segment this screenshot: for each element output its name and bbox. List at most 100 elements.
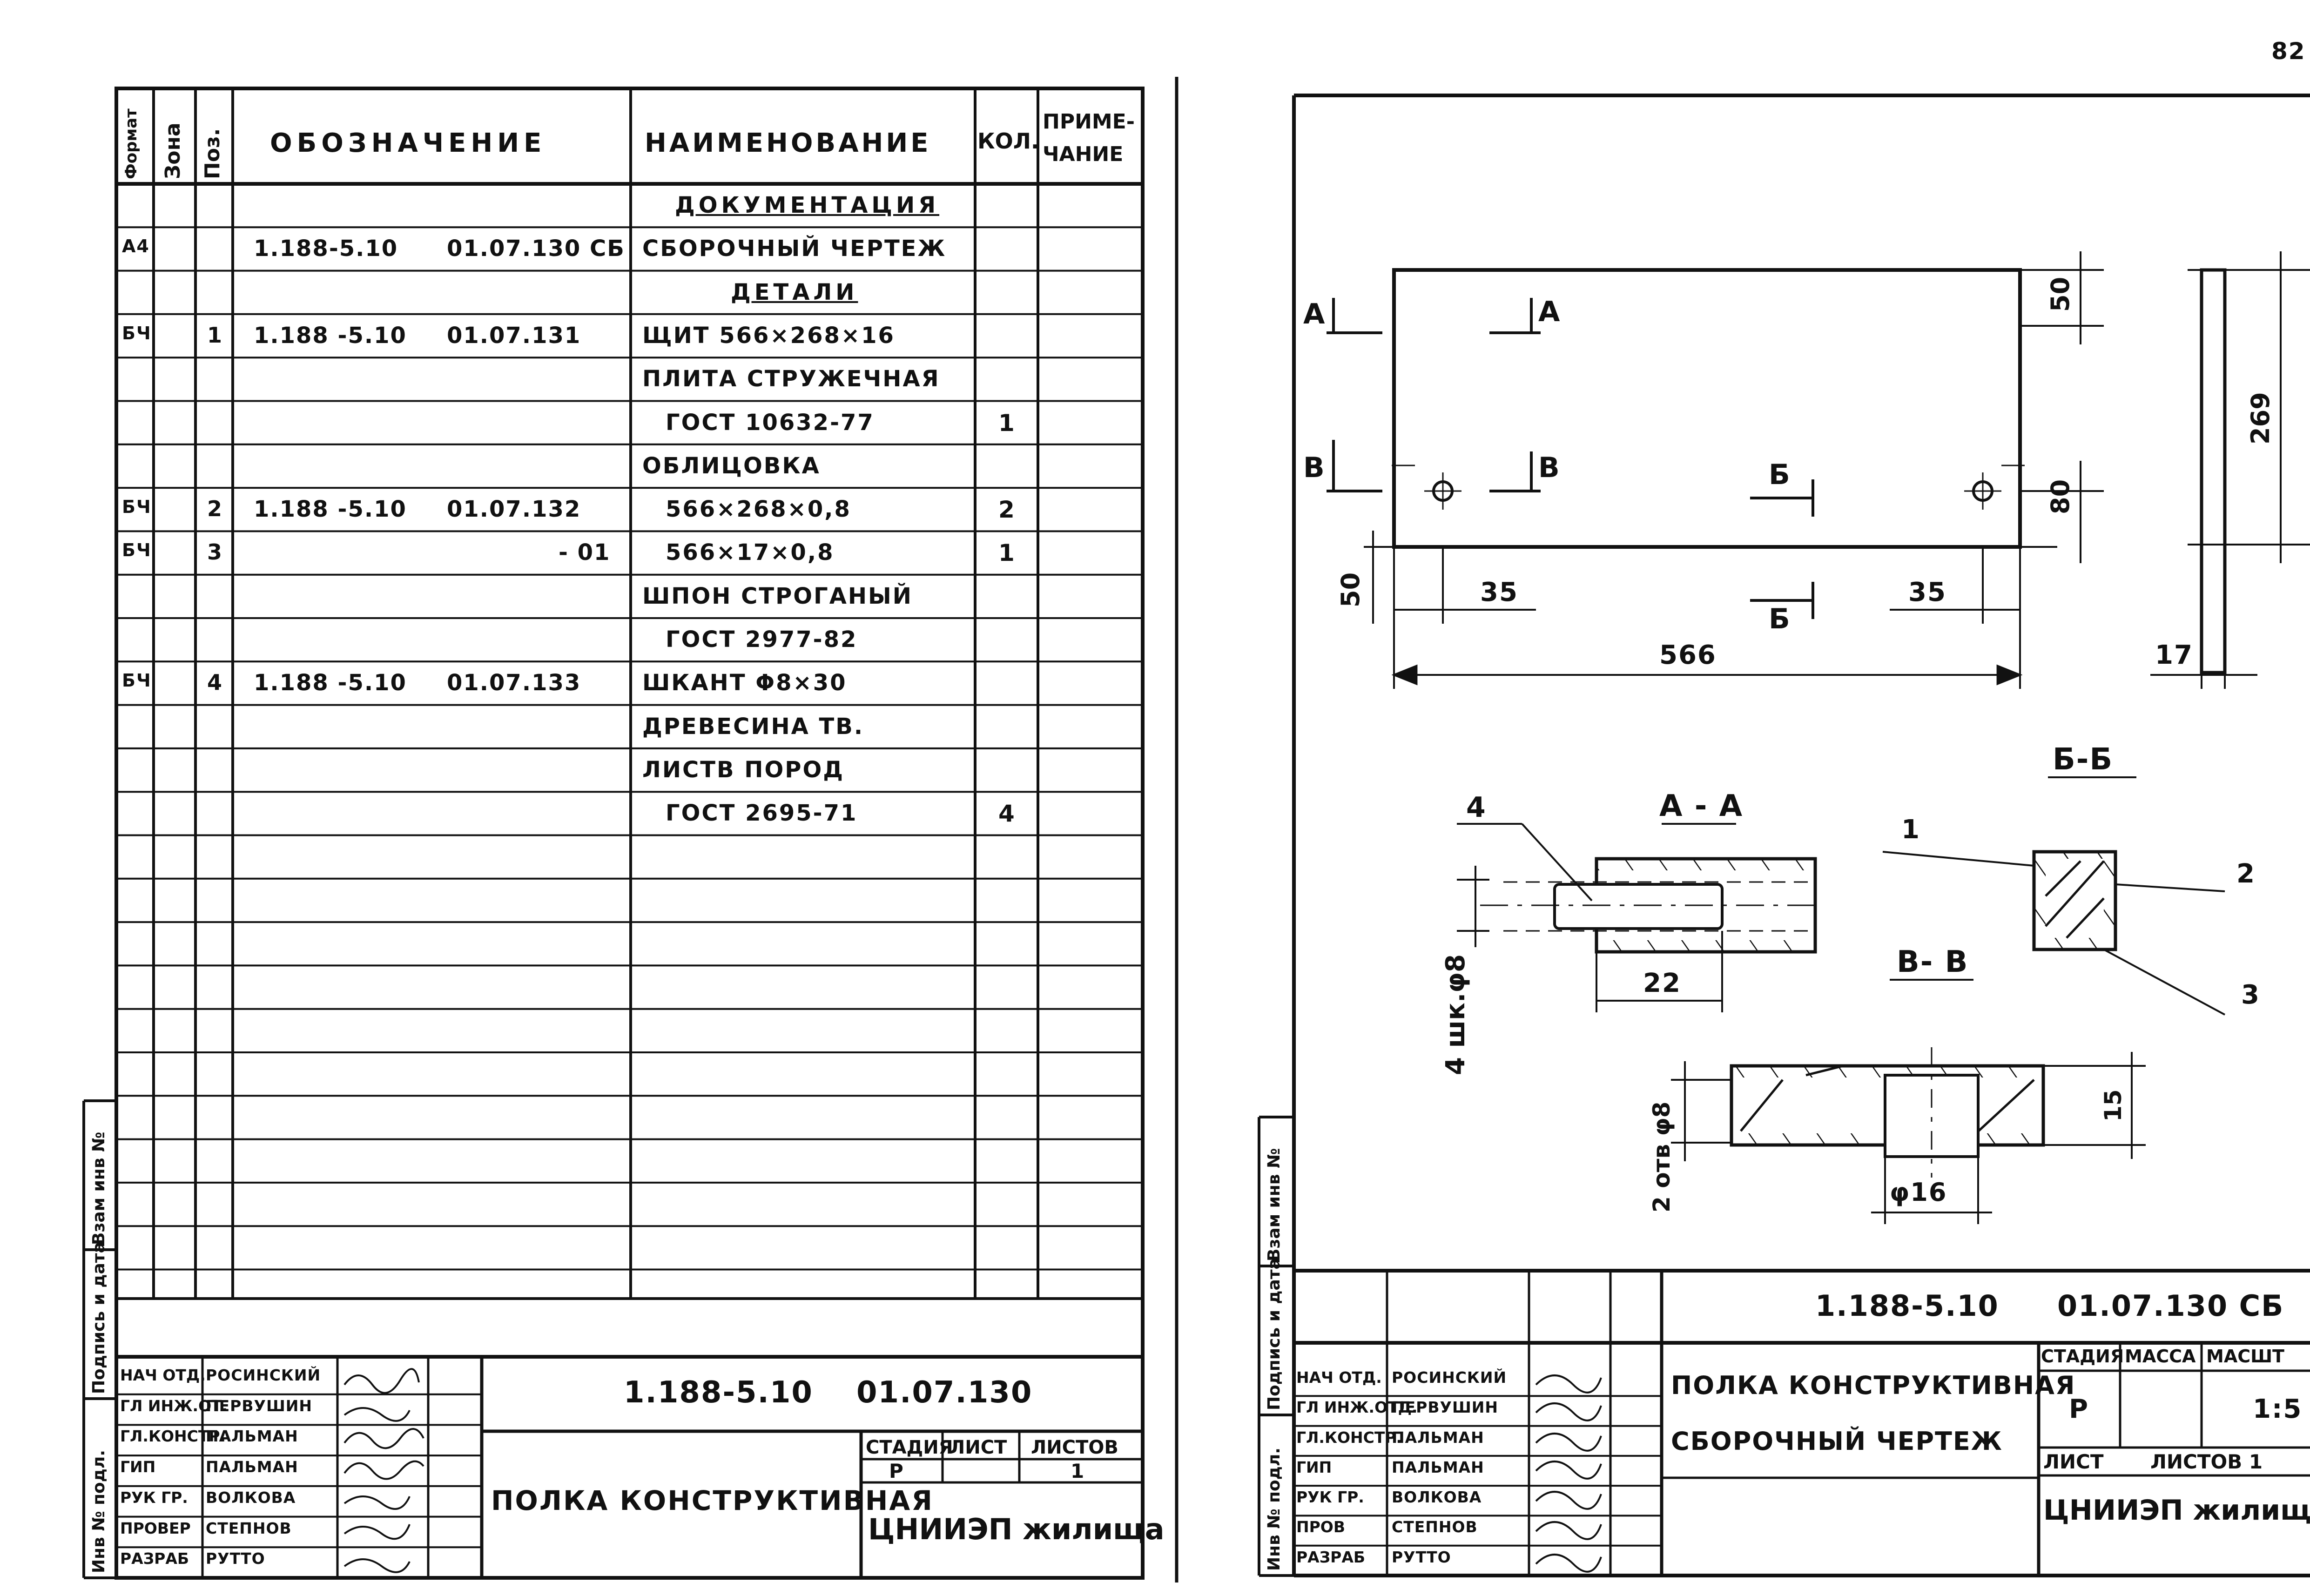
dim-edge-right: 35 xyxy=(1908,577,1946,607)
cell-designation-code: 1.188-5.10 xyxy=(254,236,398,262)
title-block-role: Нач отд. xyxy=(1296,1368,1382,1387)
cell-qty: 1 xyxy=(998,539,1016,567)
title-block-person: Пальман xyxy=(206,1458,298,1476)
header-name: Наименование xyxy=(645,128,931,158)
cell-pos: 4 xyxy=(207,670,223,695)
cut-mark-b-bottom: Б xyxy=(1769,603,1791,635)
title-block-role: Гл инж.от. xyxy=(120,1396,228,1415)
dim-bottom: 50 xyxy=(1336,572,1365,607)
cut-mark-a-right: А xyxy=(1538,296,1561,328)
title-block-role: Гл.констр. xyxy=(1296,1428,1402,1447)
header-pos: Поз. xyxy=(201,128,224,179)
title-block-person: Волкова xyxy=(1392,1488,1482,1507)
section-vv-note: 2 отв φ8 xyxy=(1648,1101,1675,1212)
cell-designation-doc: 01.07.131 xyxy=(447,322,581,349)
cell-designation-doc: 01.07.133 xyxy=(447,670,581,696)
cell-format: БЧ xyxy=(122,323,152,343)
side-label-inv: Инв № подл. xyxy=(89,1450,108,1573)
right-tb-scale-label: Масшт xyxy=(2206,1346,2284,1367)
cell-name: Плита стружечная xyxy=(642,366,940,392)
dim-side-thick: 17 xyxy=(2155,640,2193,670)
right-tb-title-2: Сборочный чертеж xyxy=(1671,1427,2003,1456)
title-block-role: Провер xyxy=(120,1519,191,1537)
cell-qty: 4 xyxy=(998,800,1016,828)
section-aa-pos: 4 xyxy=(1466,791,1487,824)
header-format: Формат xyxy=(122,108,141,179)
cell-name: 566×17×0,8 xyxy=(666,539,835,566)
title-block-person: Пальман xyxy=(1392,1428,1484,1447)
right-side-label-replace: Взам инв № xyxy=(1265,1148,1284,1261)
section-bb-pos3: 3 xyxy=(2241,980,2260,1010)
title-block-person: Пальман xyxy=(206,1427,298,1446)
dim-side-height: 269 xyxy=(2246,392,2275,444)
left-tb-stage-label: Стадия xyxy=(866,1437,953,1458)
section-vv-dim-d: φ16 xyxy=(1890,1178,1947,1207)
cut-mark-b-top: Б xyxy=(1769,458,1791,491)
cell-qty: 1 xyxy=(998,409,1016,437)
right-tb-stage: Р xyxy=(2069,1394,2089,1424)
title-block-role: Нач отд. xyxy=(120,1366,206,1384)
dim-top-right: 50 xyxy=(2046,276,2075,312)
side-label-replace: Взам инв № xyxy=(89,1131,108,1245)
right-side-label-inv: Инв № подл. xyxy=(1265,1448,1284,1571)
right-tb-doc: 01.07.130 СБ xyxy=(2057,1289,2284,1323)
title-block-role: Рук гр. xyxy=(1296,1488,1364,1507)
title-block-person: Волкова xyxy=(206,1488,296,1507)
title-block-role: Пров xyxy=(1296,1518,1346,1536)
cell-name: Шпон строганый xyxy=(642,583,913,609)
cell-name: Древесина тв. xyxy=(642,713,864,740)
cell-name: Сборочный чертеж xyxy=(642,236,947,262)
cell-designation-code: 1.188 -5.10 xyxy=(254,670,407,696)
cell-name: Щит 566×268×16 xyxy=(642,322,895,349)
section-vv-title: В- В xyxy=(1897,945,1969,979)
cell-qty: 2 xyxy=(998,496,1016,524)
section-bb-pos2: 2 xyxy=(2236,859,2256,889)
title-block-role: ГИП xyxy=(1296,1458,1332,1476)
cell-name: Листв пород xyxy=(642,756,845,783)
cell-format: БЧ xyxy=(122,670,152,691)
cell-name: ГОСТ 10632-77 xyxy=(666,409,875,436)
header-note-1: Приме- xyxy=(1043,110,1135,134)
left-tb-sheets: 1 xyxy=(1071,1460,1085,1482)
cell-name: Шкант φ8×30 xyxy=(642,670,847,696)
left-tb-code: 1.188-5.10 xyxy=(624,1375,813,1410)
section-aa-title: А - А xyxy=(1659,789,1744,823)
cell-designation-code: 1.188 -5.10 xyxy=(254,496,407,523)
section-vv-dim-h: 15 xyxy=(2100,1089,2127,1122)
right-tb-stage-label: Стадия xyxy=(2041,1346,2124,1367)
left-tb-sheet-label: Лист xyxy=(950,1437,1007,1458)
left-tb-doc: 01.07.130 xyxy=(856,1375,1033,1410)
left-tb-stage: Р xyxy=(889,1460,904,1482)
cell-name: 566×268×0,8 xyxy=(666,496,851,523)
header-note-2: чание xyxy=(1043,142,1124,166)
cell-name: Облицовка xyxy=(642,452,821,479)
right-tb-sheet-label: Лист xyxy=(2043,1450,2104,1473)
title-block-person: Пальман xyxy=(1392,1458,1484,1476)
cell-pos: 1 xyxy=(207,322,223,348)
cell-format: БЧ xyxy=(122,497,152,518)
left-tb-title: Полка конструктивная xyxy=(491,1485,934,1516)
title-block-person: Росинский xyxy=(206,1366,321,1384)
cell-name: Детали xyxy=(731,279,858,305)
section-bb-pos1: 1 xyxy=(1901,815,1920,845)
title-block-role: Гл.констр. xyxy=(120,1427,226,1446)
title-block-person: Рутто xyxy=(1392,1548,1451,1566)
cell-format: БЧ xyxy=(122,540,152,561)
dim-right-mid: 80 xyxy=(2046,479,2075,514)
title-block-person: Степнов xyxy=(1392,1518,1478,1536)
section-aa-dim: 22 xyxy=(1643,968,1681,998)
title-block-person: Степнов xyxy=(206,1519,292,1537)
cell-format: А4 xyxy=(122,236,150,257)
page-number: 82 xyxy=(2271,38,2306,65)
title-block-role: Разраб xyxy=(1296,1548,1366,1566)
header-designation: Обозначение xyxy=(270,128,546,158)
cut-mark-v-left: В xyxy=(1303,451,1326,484)
title-block-role: ГИП xyxy=(120,1458,156,1476)
left-tb-org: ЦНИИЭП жилища xyxy=(868,1512,1165,1546)
right-tb-mass-label: Масса xyxy=(2125,1346,2196,1367)
dim-edge-left: 35 xyxy=(1480,577,1518,607)
cell-designation-doc: 01.07.132 xyxy=(447,496,581,523)
title-block-role: Разраб xyxy=(120,1549,189,1568)
cell-designation-doc: - 01 xyxy=(559,539,611,566)
